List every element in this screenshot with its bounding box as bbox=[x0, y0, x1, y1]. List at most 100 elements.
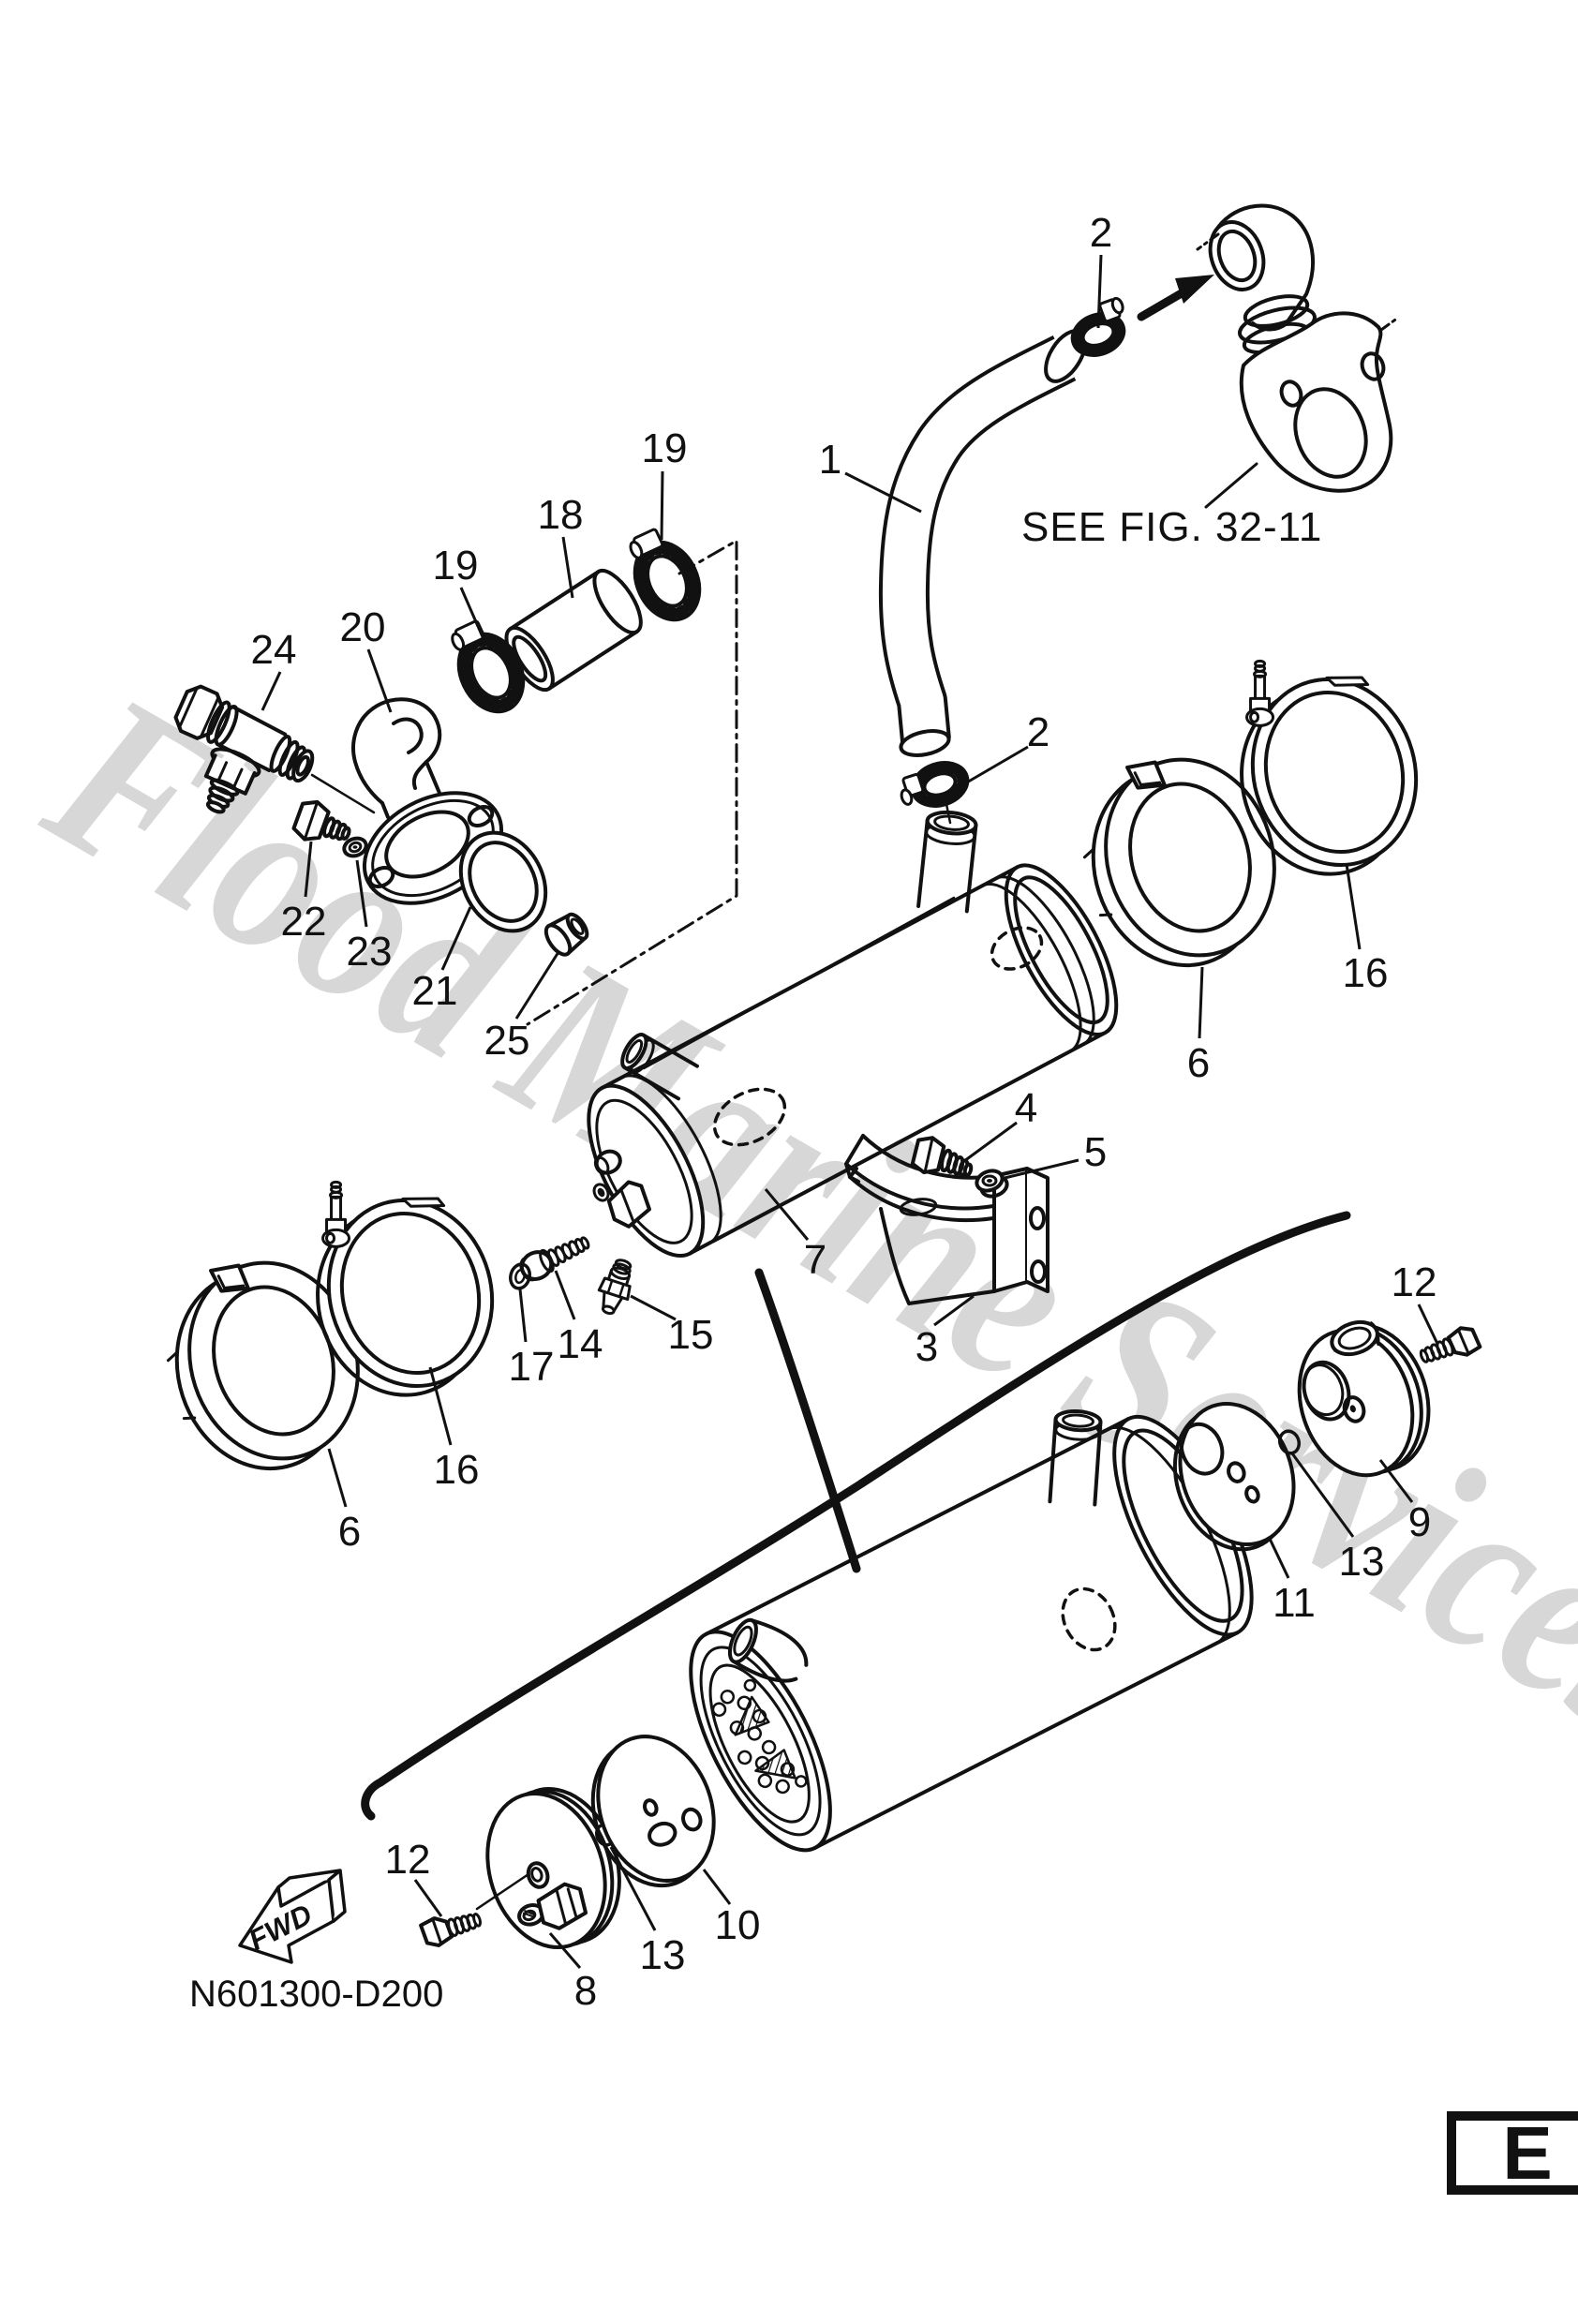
clamp-19-right bbox=[629, 528, 702, 622]
exhaust-elbow-reference bbox=[1196, 203, 1400, 509]
bolt-12-right bbox=[1419, 1326, 1482, 1363]
leader-line-12 bbox=[413, 1879, 443, 1917]
boundary-line bbox=[526, 539, 738, 1026]
callout-14: 14 bbox=[558, 1321, 603, 1367]
leader-line-5 bbox=[1000, 1158, 1079, 1181]
callout-2: 2 bbox=[1090, 210, 1112, 256]
outlet-housing-20 bbox=[351, 697, 504, 905]
leader-line-4 bbox=[963, 1121, 1018, 1163]
reference-note: SEE FIG. 32-11 bbox=[1021, 504, 1322, 550]
callout-9: 9 bbox=[1408, 1499, 1431, 1545]
callout-13: 13 bbox=[640, 1932, 686, 1978]
leader-line-18 bbox=[561, 536, 574, 599]
bolt-12-left bbox=[419, 1913, 482, 1947]
leader-line-15 bbox=[630, 1294, 677, 1321]
leader-line-10 bbox=[702, 1869, 732, 1905]
leader-line-6 bbox=[1198, 966, 1204, 1039]
leader-line-2 bbox=[964, 745, 1029, 785]
fitting-15 bbox=[597, 1259, 633, 1316]
leader-line-16 bbox=[428, 1366, 453, 1446]
callout-10: 10 bbox=[715, 1902, 761, 1948]
bracket-3 bbox=[844, 1134, 1050, 1305]
callout-25: 25 bbox=[484, 1018, 530, 1064]
leader-line-9 bbox=[1378, 1459, 1414, 1503]
vband-clamp-16-right bbox=[1240, 659, 1419, 876]
callout-3: 3 bbox=[916, 1324, 938, 1370]
inlet-spout-top bbox=[916, 810, 978, 914]
leader-line-25 bbox=[514, 951, 560, 1020]
leader-line-23 bbox=[355, 859, 368, 928]
callout-4: 4 bbox=[1015, 1085, 1037, 1131]
tee-mount-leader bbox=[310, 773, 376, 814]
hose-clamp-2-mid bbox=[900, 761, 970, 808]
connector-hose-18 bbox=[504, 569, 643, 693]
muffler-elbow-left bbox=[727, 1617, 809, 1683]
gasket-10 bbox=[590, 1735, 716, 1888]
callout-23: 23 bbox=[347, 929, 393, 975]
leader-line-2 bbox=[1096, 254, 1103, 329]
reference-arrow-icon bbox=[1137, 275, 1214, 321]
callout-6: 6 bbox=[1187, 1040, 1210, 1086]
hose-clamp-2-top bbox=[1070, 296, 1126, 357]
bolt-axis-line bbox=[475, 1872, 530, 1911]
washer-23 bbox=[342, 836, 368, 858]
tee-fitting-24 bbox=[173, 684, 315, 814]
callout-1: 1 bbox=[819, 437, 841, 483]
gasket-11 bbox=[1172, 1401, 1296, 1552]
leader-line-3 bbox=[933, 1294, 975, 1327]
callout-13: 13 bbox=[1339, 1539, 1385, 1585]
callout-19: 19 bbox=[642, 425, 688, 471]
leader-line-1 bbox=[844, 471, 922, 514]
bolt-22 bbox=[291, 799, 351, 842]
callout-5: 5 bbox=[1084, 1129, 1107, 1175]
clamp-axis-line bbox=[943, 793, 952, 825]
nut-5 bbox=[975, 1169, 1009, 1199]
clamp-19-left bbox=[451, 619, 526, 714]
leader-line-16 bbox=[1345, 863, 1362, 950]
leader-line-14 bbox=[554, 1270, 576, 1320]
leader-line-20 bbox=[366, 648, 393, 713]
callout-17: 17 bbox=[509, 1344, 555, 1390]
callout-20: 20 bbox=[340, 604, 386, 650]
callout-12: 12 bbox=[385, 1837, 431, 1883]
callout-16: 16 bbox=[434, 1447, 480, 1493]
drawing-number: N601300-D200 bbox=[189, 1974, 443, 2015]
o-ring-17 bbox=[509, 1262, 531, 1290]
callout-22: 22 bbox=[281, 899, 327, 945]
callout-11: 11 bbox=[1273, 1580, 1316, 1626]
leader-line-6 bbox=[327, 1448, 348, 1508]
leader-line-12 bbox=[1417, 1304, 1439, 1345]
page-letter: E bbox=[1502, 2111, 1552, 2195]
fwd-arrow bbox=[238, 1869, 347, 1964]
vband-clamp-16-left bbox=[316, 1180, 495, 1397]
end-cap-9 bbox=[1297, 1319, 1431, 1478]
callout-21: 21 bbox=[412, 968, 458, 1014]
callout-18: 18 bbox=[538, 492, 584, 538]
cap-25 bbox=[543, 912, 589, 957]
bolt-4 bbox=[910, 1136, 974, 1178]
callout-2: 2 bbox=[1027, 709, 1050, 755]
page-letter-box: E bbox=[1447, 2111, 1578, 2195]
muffler-body bbox=[689, 1408, 1254, 1853]
heat-exchanger-7 bbox=[587, 810, 1119, 1259]
callout-12: 12 bbox=[1392, 1259, 1437, 1305]
leader-line-22 bbox=[304, 841, 313, 898]
gasket-21 bbox=[458, 830, 548, 933]
muffler-spout-right bbox=[1048, 1408, 1103, 1507]
leader-line-24 bbox=[261, 671, 282, 711]
coupling-6-left bbox=[166, 1260, 360, 1471]
callout-16: 16 bbox=[1343, 950, 1389, 996]
leader-line-19 bbox=[459, 587, 485, 640]
leader-line-13 bbox=[609, 1846, 657, 1931]
leader-line-8 bbox=[548, 1932, 582, 1969]
callout-15: 15 bbox=[668, 1312, 714, 1358]
leader-line-11 bbox=[1268, 1538, 1290, 1579]
leader-line-17 bbox=[518, 1289, 528, 1343]
callout-7: 7 bbox=[804, 1237, 826, 1283]
callout-6: 6 bbox=[338, 1509, 361, 1555]
leader-line-21 bbox=[440, 906, 472, 971]
section-swoosh bbox=[361, 1211, 1351, 1821]
leader-line-13 bbox=[1290, 1452, 1355, 1538]
